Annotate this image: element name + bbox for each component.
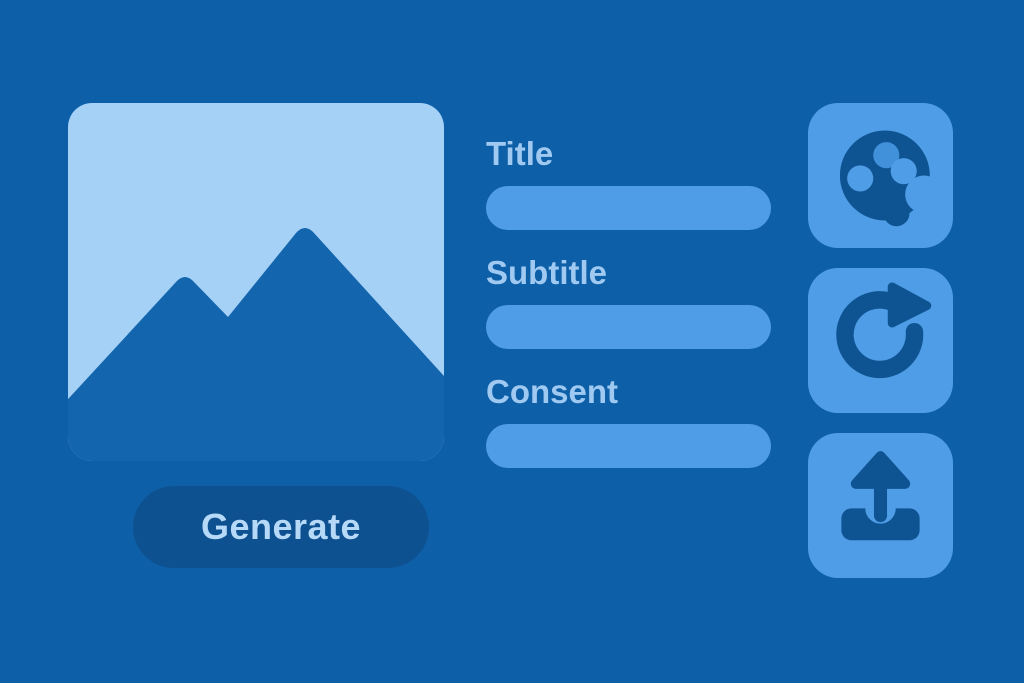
field-group-subtitle: Subtitle: [486, 253, 771, 349]
consent-input[interactable]: [486, 424, 771, 468]
palette-button[interactable]: [808, 103, 953, 248]
field-group-consent: Consent: [486, 372, 771, 468]
palette-icon: [839, 130, 943, 227]
generate-button-label: Generate: [200, 506, 362, 547]
field-group-title: Title: [486, 134, 771, 230]
subtitle-input[interactable]: [486, 305, 771, 349]
consent-label: Consent: [486, 373, 618, 410]
generate-button[interactable]: Generate: [133, 486, 429, 568]
image-placeholder-card: [68, 103, 444, 461]
title-input[interactable]: [486, 186, 771, 230]
action-toolbar: [808, 103, 953, 598]
subtitle-label: Subtitle: [486, 254, 607, 291]
title-label: Title: [486, 135, 554, 172]
upload-icon: [841, 451, 920, 541]
mountains-graphic: [68, 228, 444, 461]
upload-button[interactable]: [808, 433, 953, 578]
refresh-button[interactable]: [808, 268, 953, 413]
refresh-icon: [836, 282, 932, 379]
form: Title Subtitle Consent: [486, 134, 771, 491]
